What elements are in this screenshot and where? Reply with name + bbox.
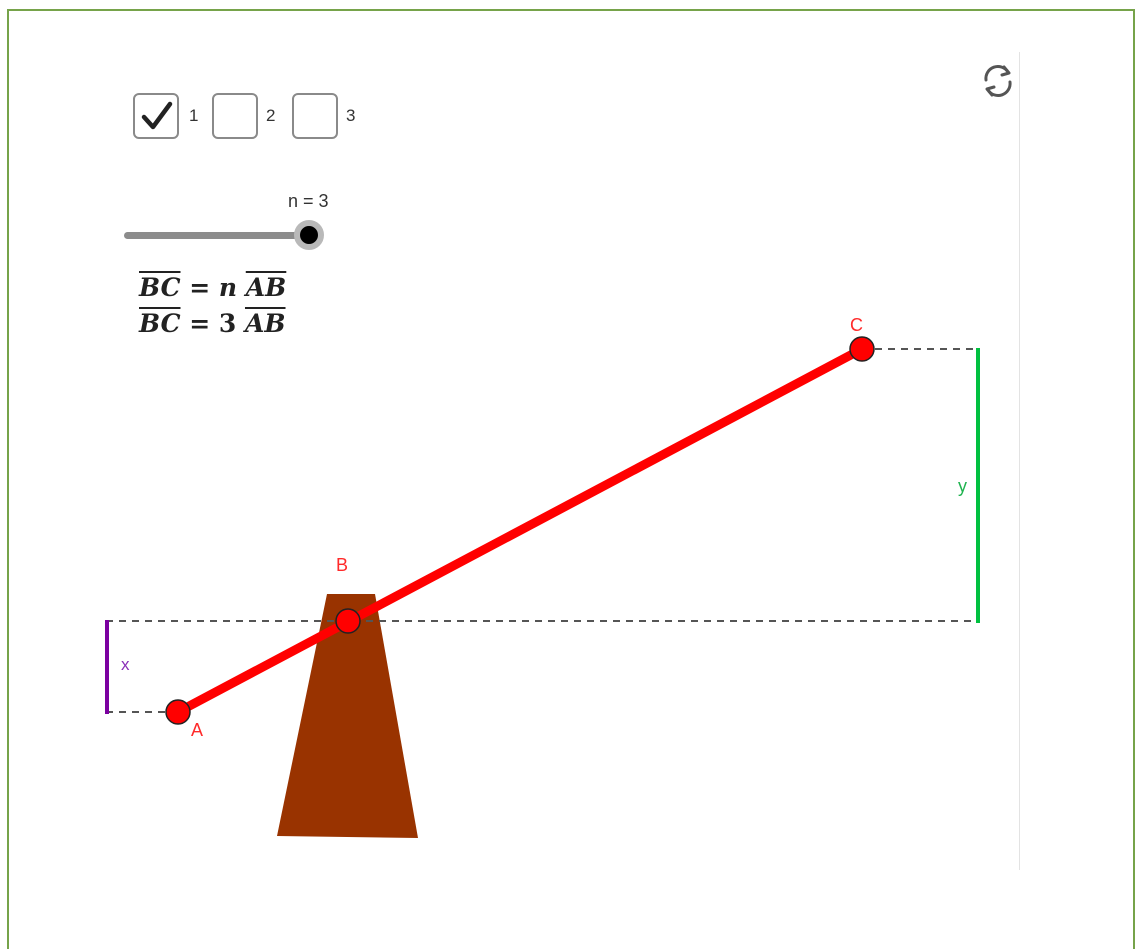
formula-factor: n xyxy=(218,273,238,302)
formula-current: BC = 3 AB xyxy=(139,309,286,338)
x-label: x xyxy=(121,655,130,674)
lever-segment xyxy=(173,344,867,717)
point-b-label: B xyxy=(336,555,348,575)
fulcrum-support xyxy=(277,594,418,838)
n-slider-knob[interactable] xyxy=(294,220,324,250)
formula-rhs: AB xyxy=(245,273,287,302)
checkbox-3-label: 3 xyxy=(346,106,356,125)
checkbox-2-label: 2 xyxy=(266,106,276,125)
point-a-label: A xyxy=(191,720,203,740)
point-a[interactable] xyxy=(165,699,191,725)
formula-equals: = xyxy=(180,309,219,338)
panel-divider xyxy=(1019,52,1020,870)
checkbox-1[interactable] xyxy=(133,93,179,139)
y-label: y xyxy=(958,476,967,496)
checkbox-2[interactable] xyxy=(212,93,258,139)
checkbox-1-label: 1 xyxy=(189,106,199,125)
point-c[interactable] xyxy=(849,336,875,362)
formula-rhs: AB xyxy=(244,309,286,338)
formula-lhs: BC xyxy=(139,273,181,302)
n-slider-track[interactable] xyxy=(124,232,310,239)
point-c-label: C xyxy=(850,315,863,335)
formula-lhs: BC xyxy=(139,309,181,338)
formula-equals: = xyxy=(180,273,219,302)
slider-value-label: n = 3 xyxy=(288,191,329,211)
formula-factor: 3 xyxy=(218,309,237,338)
formula-general: BC = n AB xyxy=(139,273,286,302)
refresh-icon[interactable] xyxy=(977,60,1019,102)
checkbox-3[interactable] xyxy=(292,93,338,139)
point-b[interactable] xyxy=(335,608,361,634)
applet-frame xyxy=(7,9,1135,949)
checkmark-icon xyxy=(141,101,173,130)
